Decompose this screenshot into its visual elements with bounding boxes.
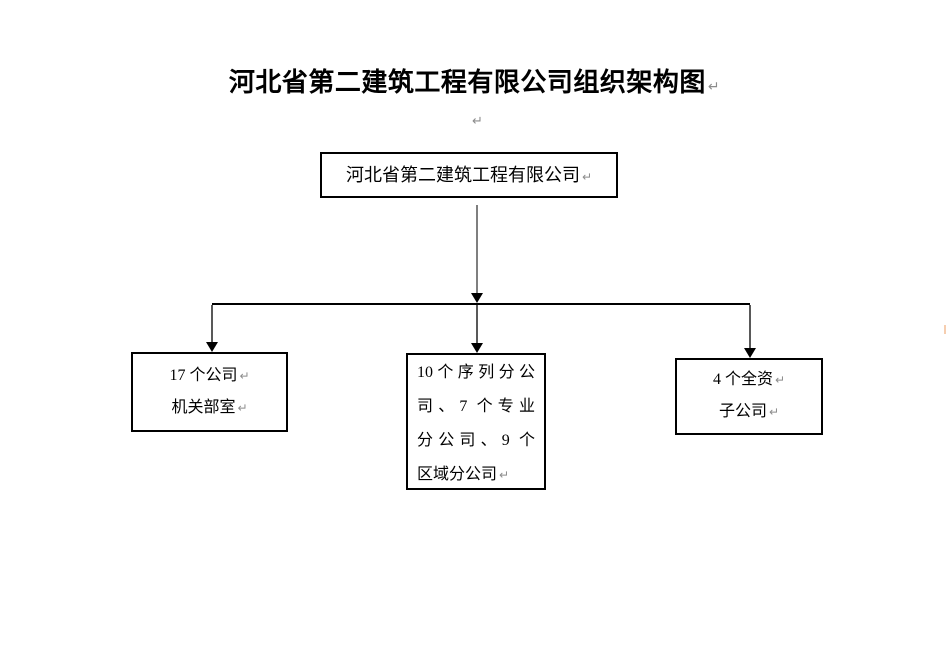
- paragraph-mark-icon: ↵: [499, 468, 510, 482]
- org-box-line: 分公司、9 个: [408, 424, 544, 458]
- arrowhead-down-icon: [471, 293, 483, 303]
- paragraph-mark-icon: ↵: [239, 369, 250, 383]
- connector-root-vertical-line: [476, 205, 478, 294]
- paragraph-mark-icon: ↵: [237, 401, 248, 415]
- org-box-line-text: 17 个公司: [169, 367, 238, 384]
- page-title: 河北省第二建筑工程有限公司组织架构图↵: [0, 62, 949, 99]
- org-box-root[interactable]: 河北省第二建筑工程有限公司↵: [320, 152, 618, 198]
- org-box-line-text: 司、7 个专业: [417, 398, 535, 415]
- connector-horizontal-line: [212, 303, 750, 305]
- org-box-line: 10个序列分公: [408, 356, 544, 390]
- paragraph-mark-icon: ↵: [774, 373, 786, 387]
- org-box-line-text: 子公司: [718, 403, 767, 420]
- connector-center-drop-line: [476, 305, 478, 344]
- org-box-line: 4 个全资↵: [677, 364, 821, 396]
- org-box-line: 机关部室↵: [133, 392, 286, 424]
- org-box-line-text: 10个序列分公: [417, 364, 535, 381]
- org-box-line: 17 个公司↵: [133, 360, 286, 392]
- org-box-subsidiaries[interactable]: 4 个全资↵ 子公司↵: [675, 358, 823, 435]
- org-box-line: 区域分公司↵: [408, 458, 544, 492]
- org-box-line: 子公司↵: [677, 396, 821, 428]
- paragraph-mark-icon: ↵: [581, 170, 593, 184]
- connector-right-drop-line: [749, 305, 751, 349]
- org-box-line-text: 4 个全资: [712, 371, 773, 388]
- paragraph-mark-icon: ↵: [768, 405, 780, 419]
- org-box-line-text: 区域分公司: [417, 466, 498, 483]
- org-box-line-text: 分公司、9 个: [417, 432, 535, 449]
- org-box-company-departments[interactable]: 17 个公司↵ 机关部室↵: [131, 352, 288, 432]
- arrowhead-down-icon: [744, 348, 756, 358]
- paragraph-mark-icon: ↵: [472, 114, 483, 129]
- paragraph-mark-icon: ↵: [707, 79, 721, 95]
- connector-left-drop-line: [211, 305, 213, 343]
- org-box-line-text: 机关部室: [171, 399, 236, 416]
- org-box-root-label: 河北省第二建筑工程有限公司: [345, 165, 580, 185]
- arrowhead-down-icon: [471, 343, 483, 353]
- arrowhead-down-icon: [206, 342, 218, 352]
- right-margin-artifact: [944, 325, 946, 334]
- org-box-branch-companies[interactable]: 10个序列分公 司、7 个专业 分公司、9 个 区域分公司↵: [406, 353, 546, 490]
- org-box-line: 司、7 个专业: [408, 390, 544, 424]
- page-title-text: 河北省第二建筑工程有限公司组织架构图: [228, 67, 706, 97]
